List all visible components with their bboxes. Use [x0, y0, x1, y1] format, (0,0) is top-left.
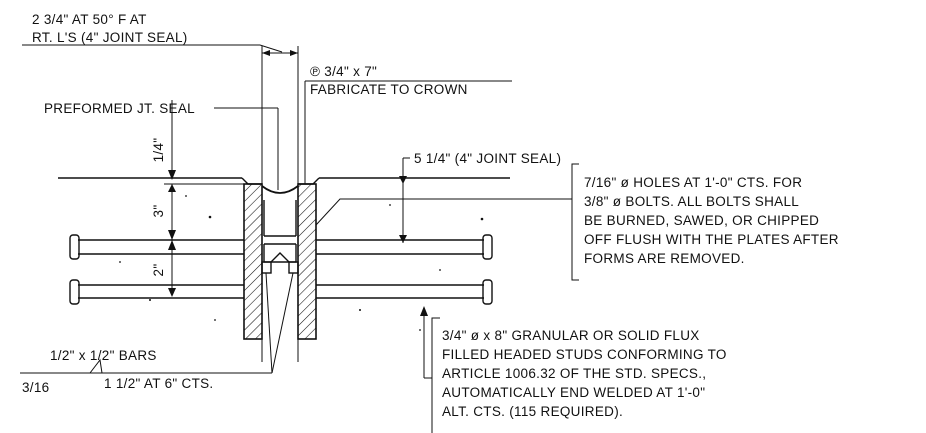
- seal-note: PREFORMED JT. SEAL: [44, 101, 195, 116]
- bars-weld-size: 3/16: [22, 380, 49, 395]
- studs-note: 3/4" ø x 8" GRANULAR OR SOLID FLUX FILLE…: [442, 328, 727, 419]
- studs-note-line: ALT. CTS. (115 REQUIRED).: [442, 404, 623, 419]
- holes-note-line: FORMS ARE REMOVED.: [584, 251, 745, 266]
- plate-note-line2: FABRICATE TO CROWN: [310, 82, 468, 97]
- seal-leader: [214, 107, 279, 190]
- opening-dimension: [22, 44, 299, 184]
- opening-note-line1: 2 3/4" AT 50° F AT: [32, 12, 147, 27]
- lower-spacing-dim: 2": [151, 264, 166, 277]
- bars-note-line2: 1 1/2" AT 6" CTS.: [104, 376, 213, 391]
- steel-plates: [243, 183, 317, 362]
- studs-right: [316, 234, 493, 305]
- gap-dimension: [399, 157, 410, 243]
- studs-leader: [420, 306, 440, 433]
- holes-note-line: 3/8" ø BOLTS. ALL BOLTS SHALL: [584, 194, 799, 209]
- plate-note-line1: ℗ 3/4" x 7": [310, 64, 377, 79]
- preformed-joint-seal: [261, 185, 299, 263]
- left-plate: [243, 183, 263, 340]
- studs-note-line: FILLED HEADED STUDS CONFORMING TO: [442, 347, 727, 362]
- right-plate: [297, 183, 317, 340]
- holes-leader: [315, 163, 579, 281]
- studs-note-line: ARTICLE 1006.32 OF THE STD. SPECS.,: [442, 366, 706, 381]
- holes-note-line: 7/16" ø HOLES AT 1'-0" CTS. FOR: [584, 175, 802, 190]
- top-offset-dim: 1/4": [151, 138, 166, 163]
- upper-depth-dim: 3": [151, 205, 166, 218]
- bars-leader: [20, 272, 294, 374]
- studs-left: [69, 234, 244, 305]
- holes-note-line: BE BURNED, SAWED, OR CHIPPED: [584, 213, 819, 228]
- left-dimensions: [164, 100, 244, 297]
- studs-note-line: AUTOMATICALLY END WELDED AT 1'-0": [442, 385, 705, 400]
- plate-leader: [304, 80, 512, 184]
- concrete-speckle: [119, 195, 484, 331]
- opening-note-line2: RT. L'S (4" JOINT SEAL): [32, 30, 188, 45]
- deck-surface: [58, 177, 510, 185]
- gap-dimension-label: 5 1/4" (4" JOINT SEAL): [414, 151, 561, 166]
- square-bars: [261, 261, 299, 274]
- holes-note: 7/16" ø HOLES AT 1'-0" CTS. FOR 3/8" ø B…: [584, 175, 839, 266]
- studs-note-line: 3/4" ø x 8" GRANULAR OR SOLID FLUX: [442, 328, 700, 343]
- holes-note-line: OFF FLUSH WITH THE PLATES AFTER: [584, 232, 839, 247]
- bars-note-line1: 1/2" x 1/2" BARS: [50, 348, 157, 363]
